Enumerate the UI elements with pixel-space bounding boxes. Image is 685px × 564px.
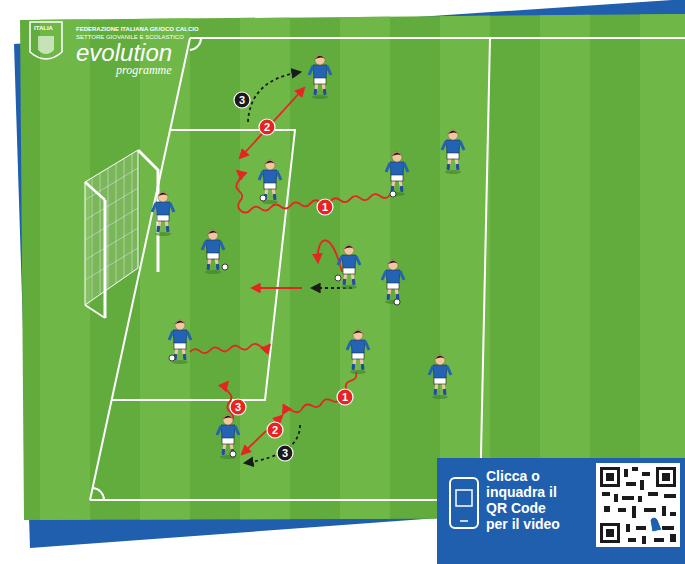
qr-callout-box: Clicca o inquadra il QR Code per il vide… xyxy=(486,468,570,532)
logo-text: ITALIA xyxy=(34,25,53,32)
qr-panel xyxy=(437,458,685,564)
callout-number: 2 xyxy=(259,119,275,135)
callout-number: 3 xyxy=(230,399,246,415)
balls xyxy=(169,191,400,457)
movement-arrows xyxy=(190,72,390,463)
callout-circles xyxy=(230,92,353,461)
field-lines xyxy=(90,38,685,500)
callout-number: 3 xyxy=(277,445,293,461)
logo-shield xyxy=(30,22,62,59)
brand-subtitle: programme xyxy=(116,64,172,77)
node-text: Clicca o inquadra il QR Code per il vide… xyxy=(486,468,570,532)
players xyxy=(152,55,464,459)
goal xyxy=(85,150,158,318)
callout-number: 3 xyxy=(234,92,250,108)
callout-number: 1 xyxy=(317,199,333,215)
callout-number: 2 xyxy=(267,422,283,438)
callout-number: 1 xyxy=(337,389,353,405)
brand-name: evolution xyxy=(76,40,172,66)
organization-name: FEDERAZIONE ITALIANA GIUOCO CALCIO xyxy=(76,26,199,33)
